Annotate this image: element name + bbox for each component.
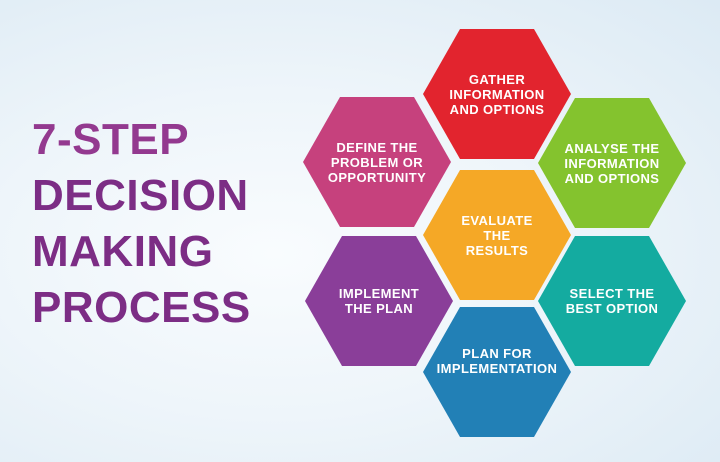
- hexagon-analyse-the-information-and-options: ANALYSE THE INFORMATION AND OPTIONS: [538, 98, 686, 228]
- hexagon-label: IMPLEMENT THE PLAN: [338, 286, 420, 316]
- hexagon-label: EVALUATE THE RESULTS: [461, 212, 533, 258]
- hexagon-gather-information-and-options: GATHER INFORMATION AND OPTIONS: [423, 29, 571, 159]
- hexagon-plan-for-implementation: PLAN FOR IMPLEMENTATION: [423, 307, 571, 437]
- hexagon-label: DEFINE THE PROBLEM OR OPPORTUNITY: [327, 139, 427, 185]
- hexagon-select-the-best-option: SELECT THE BEST OPTION: [538, 236, 686, 366]
- title-line-process: PROCESS: [32, 283, 251, 332]
- title-line-making: MAKING: [32, 227, 214, 276]
- hexagon-label: GATHER INFORMATION AND OPTIONS: [449, 71, 545, 117]
- title-line-decision: DECISION: [32, 171, 249, 220]
- hexagon-label: PLAN FOR IMPLEMENTATION: [436, 346, 558, 376]
- hexagon-implement-the-plan: IMPLEMENT THE PLAN: [305, 236, 453, 366]
- hexagon-label: ANALYSE THE INFORMATION AND OPTIONS: [564, 140, 660, 186]
- hexagon-label: SELECT THE BEST OPTION: [565, 286, 659, 316]
- title-line-7-step: 7-STEP: [32, 115, 190, 164]
- hexagon-define-the-problem-or-opportunity: DEFINE THE PROBLEM OR OPPORTUNITY: [303, 97, 451, 227]
- page-title: 7-STEP DECISION MAKING PROCESS: [32, 112, 251, 336]
- hexagon-evaluate-the-results: EVALUATE THE RESULTS: [423, 170, 571, 300]
